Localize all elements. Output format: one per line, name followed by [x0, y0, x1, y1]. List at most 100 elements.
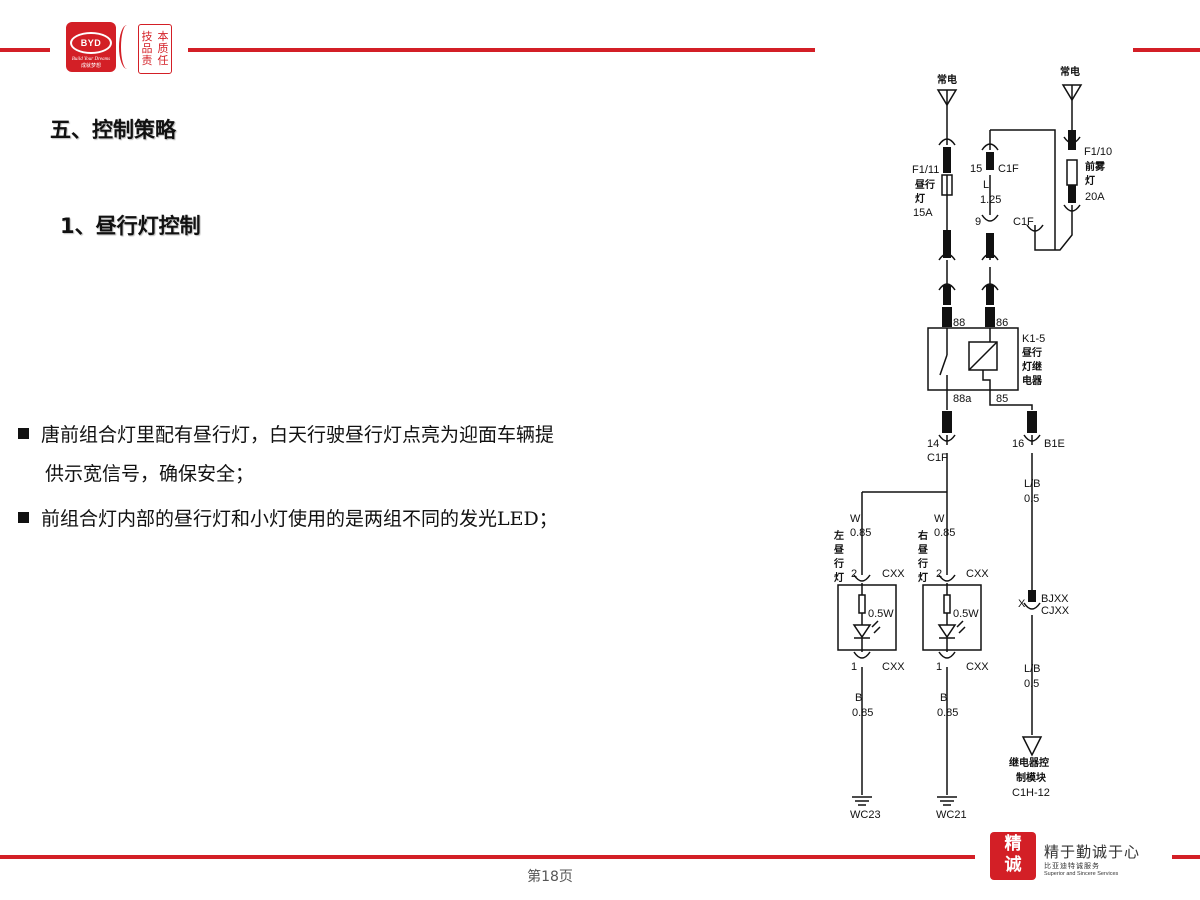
brand-seal-char: 诚	[1004, 855, 1022, 875]
right-lamp-pin2: 2	[936, 568, 942, 580]
byd-logo-slogan: Build Your Dreams	[71, 57, 111, 62]
left-lamp-cxx-bottom: CXX	[882, 661, 905, 673]
brand-slogan-cn: 精于勤诚于心	[1044, 843, 1141, 861]
header-line-left	[0, 48, 50, 52]
right-lamp-label: 行	[917, 557, 928, 570]
seal-char: 任	[157, 54, 169, 67]
relay-pin86: 86	[996, 317, 1008, 329]
fuse-left-id: F1/11	[912, 164, 939, 176]
fuse-right-rating: 20A	[1085, 191, 1105, 203]
seal-char: 品	[141, 42, 153, 55]
module-pin: C1H-12	[1012, 787, 1050, 799]
bullet-text-line2: 供示宽信号，确保安全；	[45, 463, 255, 485]
wire-lb-size: 0.5	[1024, 493, 1039, 505]
module-name2: 制模块	[1016, 771, 1047, 784]
pin-x: X	[1018, 598, 1026, 610]
quality-seal: 技 本 品 质 责 任	[138, 24, 172, 74]
wire-w-right-color: W	[934, 513, 945, 525]
bullet-square-icon	[18, 512, 29, 523]
wire-w-right-size: 0.85	[934, 527, 955, 539]
right-lamp-pin1: 1	[936, 661, 942, 673]
relay-pin88a: 88a	[953, 393, 972, 405]
byd-logo-cn: 成就梦想	[80, 63, 101, 69]
brand-seal-char: 精	[1004, 834, 1022, 854]
fuse-right-id: F1/10	[1084, 146, 1112, 158]
seal-char: 本	[157, 30, 169, 43]
relay-name2: 灯继	[1022, 360, 1042, 373]
wire-w-left-size: 0.85	[850, 527, 871, 539]
right-lamp-label: 右	[917, 529, 928, 542]
byd-logo: BYD Build Your Dreams 成就梦想	[66, 22, 116, 72]
relay-id: K1-5	[1022, 333, 1045, 345]
header-line-right	[1133, 48, 1200, 52]
bullet-item-2: 前组合灯内部的昼行灯和小灯使用的是两组不同的发光LED；	[18, 500, 778, 539]
c1f-pin9: 9	[975, 216, 981, 228]
wire-l-color: L	[983, 179, 989, 191]
right-lamp-watt: 0.5W	[953, 608, 979, 620]
c1f-label-a: C1F	[998, 163, 1019, 175]
c1f-label-c: C1F	[927, 452, 948, 464]
left-lamp-pin2: 2	[851, 568, 857, 580]
c1f-label-b: C1F	[1013, 216, 1034, 228]
left-lamp-label: 行	[833, 557, 844, 570]
left-lamp-watt: 0.5W	[868, 608, 894, 620]
wire-b-right-size: 0.85	[937, 707, 958, 719]
wire-w-left-color: W	[850, 513, 861, 525]
bullet-text-line1: 唐前组合灯里配有昼行灯，白天行驶昼行灯点亮为迎面车辆提	[41, 424, 555, 446]
footer-line-left	[0, 855, 975, 859]
fuse-left-name2: 灯	[915, 192, 925, 205]
seal-char: 技	[141, 30, 153, 43]
relay-pin85: 85	[996, 393, 1008, 405]
c1f-pin15: 15	[970, 163, 982, 175]
footer-line-right	[1172, 855, 1200, 859]
page-number: 第18页	[527, 869, 573, 885]
c1f-pin14: 14	[927, 438, 939, 450]
left-lamp-pin1: 1	[851, 661, 857, 673]
bullet-text-line1: 前组合灯内部的昼行灯和小灯使用的是两组不同的发光LED；	[41, 508, 558, 530]
relay-pin88: 88	[953, 317, 965, 329]
right-lamp-label: 灯	[918, 571, 928, 584]
section-title: 五、控制策略	[50, 118, 176, 142]
bullet-item-1: 唐前组合灯里配有昼行灯，白天行驶昼行灯点亮为迎面车辆提 供示宽信号，确保安全；	[18, 416, 778, 494]
subsection-title: 1、昼行灯控制	[60, 214, 201, 238]
bjxx-label: BJXX	[1041, 593, 1069, 605]
brand-service-cn: 比亚迪特诚服务	[1044, 862, 1100, 870]
wiring-diagram: 常电 常电 F1/11 昼行 灯 15A F1/10 前雾 灯 20A 15 C…	[833, 65, 1112, 821]
relay-name1: 昼行	[1022, 346, 1042, 359]
fuse-right-name2: 灯	[1085, 174, 1095, 187]
wire-lb2-color: L/B	[1024, 663, 1041, 675]
fuse-left-rating: 15A	[913, 207, 933, 219]
left-lamp-label: 灯	[834, 571, 844, 584]
brand-seal-logo: 精 诚	[990, 832, 1036, 880]
right-lamp-label: 昼	[918, 544, 928, 556]
power-left-label: 常电	[937, 73, 957, 86]
decorative-arc	[119, 25, 135, 69]
fuse-right-name1: 前雾	[1085, 160, 1106, 173]
ground-left-label: WC23	[850, 809, 881, 821]
wire-b-left-size: 0.85	[852, 707, 873, 719]
module-name1: 继电器控	[1009, 756, 1049, 769]
brand-slogan-en: Superior and Sincere Services	[1044, 871, 1119, 877]
bullet-square-icon	[18, 428, 29, 439]
relay-name3: 电器	[1022, 374, 1043, 387]
seal-char: 质	[157, 42, 169, 55]
b1e-pin16: 16	[1012, 438, 1024, 450]
left-lamp-label: 昼	[834, 544, 844, 556]
header-line-middle	[188, 48, 815, 52]
wire-lb2-size: 0.5	[1024, 678, 1039, 690]
seal-char: 责	[141, 54, 153, 67]
wire-l-size: 1.25	[980, 194, 1001, 206]
wire-lb-color: L/B	[1024, 478, 1041, 490]
right-lamp-cxx-bottom: CXX	[966, 661, 989, 673]
cjxx-label: CJXX	[1041, 605, 1070, 617]
left-lamp-label: 左	[833, 529, 844, 542]
left-lamp-cxx-top: CXX	[882, 568, 905, 580]
power-right-label: 常电	[1060, 65, 1080, 78]
right-lamp-cxx-top: CXX	[966, 568, 989, 580]
wire-b-left-color: B	[855, 692, 862, 704]
ground-right-label: WC21	[936, 809, 967, 821]
b1e-label: B1E	[1044, 438, 1065, 450]
byd-logo-text: BYD	[70, 32, 112, 54]
wire-b-right-color: B	[940, 692, 947, 704]
fuse-left-name1: 昼行	[915, 178, 935, 191]
